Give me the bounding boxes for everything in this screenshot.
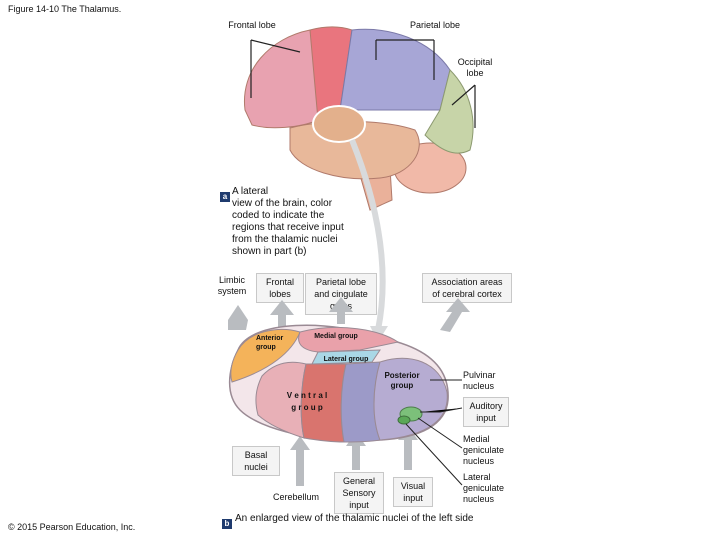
medial-group: [298, 327, 400, 353]
output-arrows: [228, 297, 470, 332]
anterior-group: [230, 329, 301, 383]
medial-geniculate-leader: [417, 417, 463, 449]
label-frontal-lobe: Frontal lobe: [228, 20, 276, 30]
target-association-areas: Association areas of cerebral cortex: [422, 273, 512, 303]
zoom-arrow: [349, 138, 386, 331]
label-medial-group: Medial group: [314, 333, 358, 340]
input-general-sensory: General Sensory input: [334, 472, 384, 514]
posterior-group: [373, 357, 448, 441]
figure-title: Figure 14-10 The Thalamus.: [8, 4, 122, 14]
parietal-leader: [375, 39, 435, 80]
auditory-leader: [420, 407, 463, 413]
label-auditory-input: Auditory input: [463, 397, 509, 427]
lateral-geniculate-leader: [405, 423, 463, 486]
label-ventral-group: V e n t r a l g r o u p: [286, 391, 328, 412]
label-pulvinar-nucleus: Pulvinar nucleus: [463, 370, 496, 391]
frontal-leader: [250, 39, 301, 98]
thalamus-shape: [312, 105, 366, 143]
target-limbic-system: Limbic system: [217, 275, 247, 296]
label-posterior-group: Posterior group: [384, 371, 420, 390]
label-parietal-lobe: Parietal lobe: [409, 20, 461, 30]
caption-a-tag: a: [220, 186, 230, 204]
caption-b-text: An enlarged view of the thalamic nuclei …: [235, 513, 474, 524]
label-occipital-lobe: Occipital lobe: [457, 57, 493, 78]
label-lateral-group: Lateral group: [323, 356, 369, 363]
caption-b-tag: b: [222, 513, 232, 531]
occipital-lobe-shape: [424, 69, 474, 154]
lateral-geniculate-shape: [397, 415, 411, 425]
label-medial-geniculate: Medial geniculate nucleus: [463, 434, 505, 466]
caption-a-text: A lateral view of the brain, color coded…: [232, 186, 344, 257]
copyright: © 2015 Pearson Education, Inc.: [8, 522, 136, 532]
label-anterior-group: Anterior group: [256, 335, 284, 351]
occipital-leader: [451, 84, 476, 128]
label-lateral-geniculate: Lateral geniculate nucleus: [463, 472, 505, 504]
input-cerebellum: Cerebellum: [272, 492, 320, 502]
target-frontal-lobes: Frontal lobes: [256, 273, 304, 303]
input-visual: Visual input: [393, 477, 433, 507]
input-basal-nuclei: Basal nuclei: [232, 446, 280, 476]
